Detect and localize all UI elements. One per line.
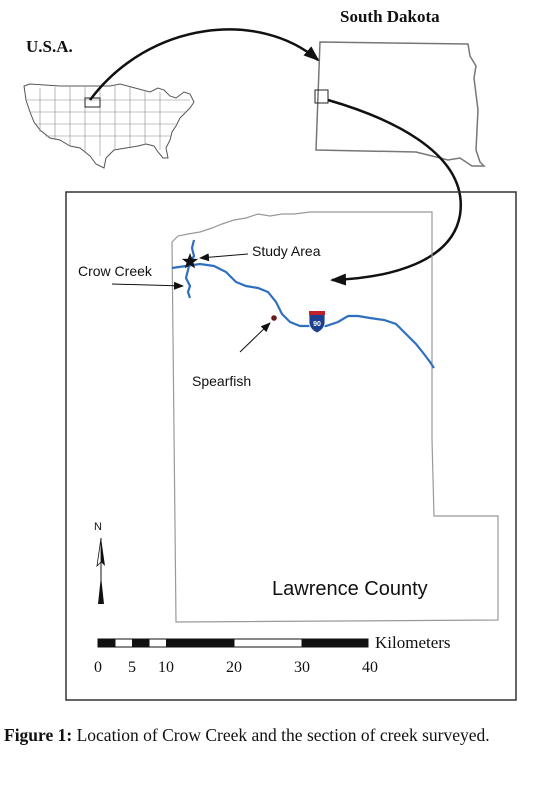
north-label: N — [94, 521, 102, 533]
scale-tick-40: 40 — [362, 659, 378, 676]
main-stream — [171, 262, 435, 369]
spearfish-label: Spearfish — [192, 373, 251, 389]
spearfish-pointer-arrow — [239, 322, 271, 353]
county-label: Lawrence County — [272, 578, 428, 600]
south-dakota-to-county-arrow — [327, 98, 462, 286]
south-dakota-label: South Dakota — [340, 7, 440, 26]
study-area-label: Study Area — [252, 243, 321, 259]
interstate-number: 90 — [313, 321, 321, 328]
scale-bar: Kilometers 0 5 10 20 30 40 — [94, 633, 451, 676]
usa-map — [23, 83, 195, 169]
caption-text: Location of Crow Creek and the section o… — [72, 725, 490, 745]
crow-creek-pointer-arrow — [111, 281, 184, 290]
study-area-pointer-arrow — [199, 253, 249, 262]
scale-tick-0: 0 — [94, 659, 102, 676]
scale-tick-30: 30 — [294, 659, 310, 676]
crow-creek-stream — [184, 239, 196, 299]
south-dakota-outline — [315, 41, 486, 167]
scale-tick-5: 5 — [128, 659, 136, 676]
scale-tick-10: 10 — [158, 659, 174, 676]
study-area-star-icon — [181, 253, 199, 269]
scale-bar-unit: Kilometers — [375, 633, 451, 652]
south-dakota-county-box — [314, 89, 329, 104]
spearfish-town-dot-icon — [271, 315, 277, 321]
figure-caption: Figure 1: Location of Crow Creek and the… — [4, 724, 536, 746]
usa-outline — [23, 83, 195, 169]
usa-label: U.S.A. — [26, 37, 73, 56]
usa-to-south-dakota-arrow — [89, 28, 320, 101]
county-outline — [171, 211, 499, 623]
streams — [171, 239, 435, 369]
caption-label: Figure 1: — [4, 725, 73, 745]
scale-tick-20: 20 — [226, 659, 242, 676]
usa-state-lines — [26, 86, 190, 156]
map-frame — [65, 191, 517, 701]
interstate-shield-icon: 90 — [308, 310, 326, 334]
north-arrow-icon: N — [94, 521, 105, 604]
crow-creek-label: Crow Creek — [78, 263, 153, 279]
